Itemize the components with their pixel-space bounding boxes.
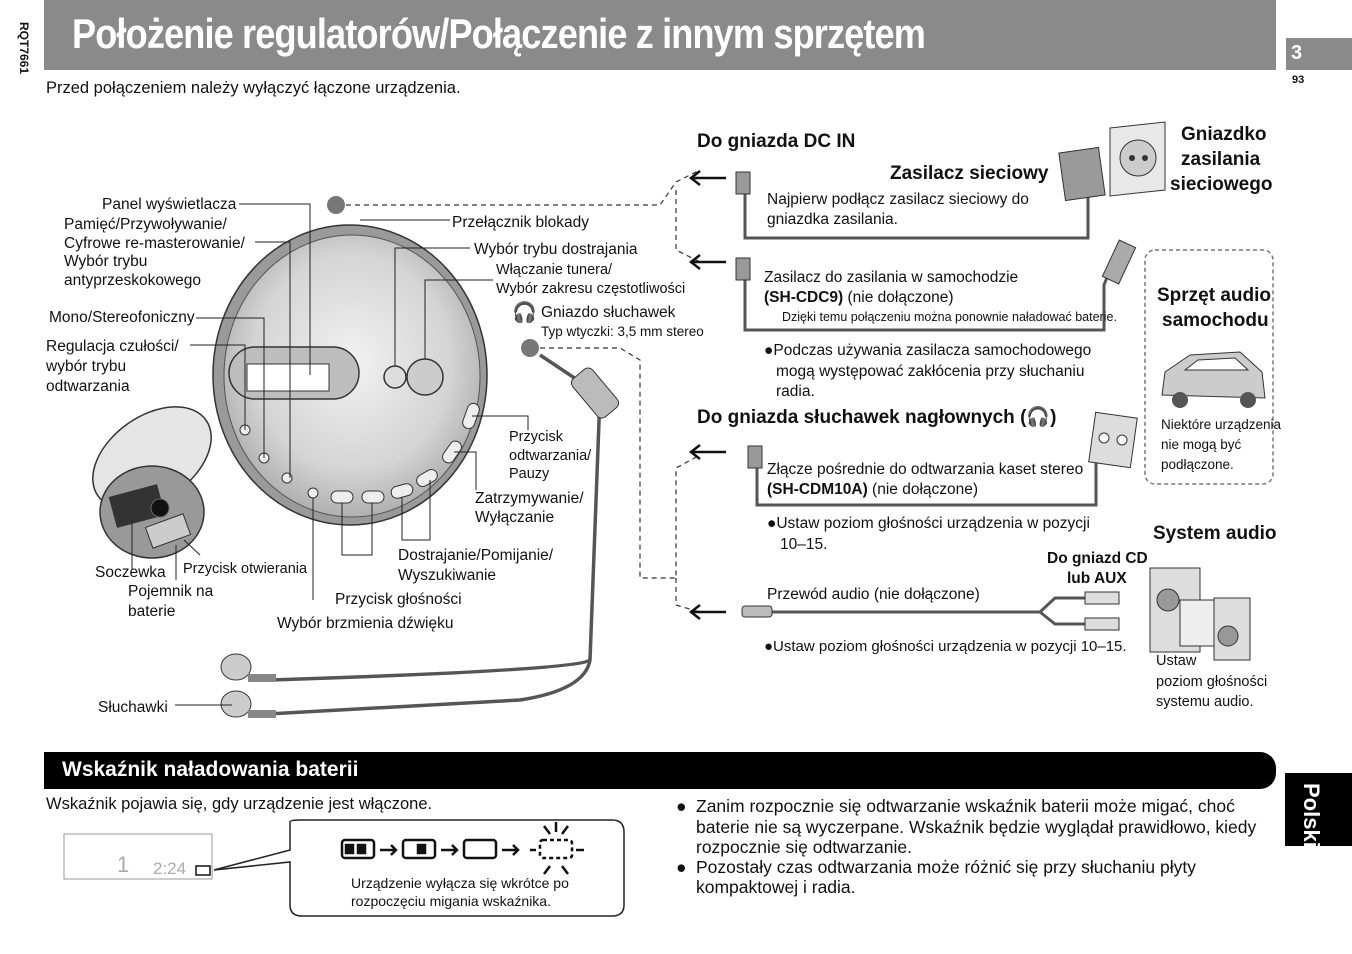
car-adapter-1: Zasilacz do zasilania w samochodzie [764,269,1019,286]
language-label: Polski [1299,783,1324,848]
label-tuning-1: Dostrajanie/Pomijanie/ [398,547,554,564]
chapter-box [1286,38,1352,70]
cd-aux-2: lub AUX [1067,570,1127,587]
label-lens: Soczewka [95,564,166,581]
ac-adapter-note-1: Najpierw podłącz zasilacz sieciowy do [767,191,1029,208]
label-tuning-mode: Wybór trybu dostrajania [474,241,638,258]
shutdown-note-2: rozpoczęciu migania wskaźnika. [351,893,551,909]
car-warning-2: mogą występować zakłócenia przy słuchani… [776,363,1085,380]
section-title: Wskaźnik naładowania baterii [62,758,359,781]
headphones-icon: 🎧 [512,302,537,324]
audio-system-illustration [1149,567,1251,661]
car-illustration [1161,351,1266,408]
bullet-1-mark: ● [676,796,687,816]
system-note-1: Ustaw [1156,653,1197,669]
car-audio-note-3: podłączone. [1161,457,1234,472]
battery-level-icons [340,822,584,875]
headphone-out-heading-text: Do gniazda słuchawek nagłownych ( [697,407,1027,428]
display-track: 1 [117,852,130,877]
label-memory-1: Pamięć/Przywoływanie/ [64,216,227,233]
label-tuning-2: Wyszukiwanie [398,567,497,584]
bullet-2-line-2: kompaktowej i radia. [696,877,856,897]
ac-adapter-note-2: gniazdka zasilania. [767,211,898,228]
cable-note: ●Ustaw poziom głośności urządzenia w poz… [764,638,1127,655]
cassette-note-2: 10–15. [780,536,828,553]
cassette-note-1: ●Ustaw poziom głośności urządzenia w poz… [767,515,1090,532]
title-bar [44,0,1276,70]
car-audio-title-2: samochodu [1162,310,1269,331]
label-memory-2: Cyfrowe re-masterowanie/ [64,235,245,252]
label-display-panel: Panel wyświetlacza [102,196,237,213]
system-title: System audio [1153,523,1277,544]
page-title: Położenie regulatorów/Połączenie z innym… [72,10,926,57]
system-note-2: poziom głośności [1156,674,1268,690]
battery-intro: Wskaźnik pojawia się, gdy urządzenie jes… [46,795,433,813]
car-adapter-2: (SH-CDC9) (nie dołączone) [764,288,954,307]
audio-cable: Przewód audio (nie dołączone) [767,586,980,603]
label-memory-3: Wybór trybu [64,253,148,270]
car-warning-3: radia. [776,383,815,400]
label-lock-switch: Przełącznik blokady [452,214,589,231]
label-mono-stereo: Mono/Stereofoniczny [49,309,195,326]
page-number: 93 [1292,74,1305,86]
cd-aux-1: Do gniazd CD [1047,550,1148,567]
open-player-illustration [92,406,212,559]
label-memory-4: antyprzeskokowego [64,272,201,289]
label-headphones: Słuchawki [98,699,168,716]
doc-code: RQT7661 [17,22,31,75]
cassette-model: (SH-CDM10A) [767,481,868,498]
label-band-select: Wybór zakresu częstotliwości [496,281,686,297]
bullet-1-line-3: rozpocznie się odtwarzanie. [696,837,912,857]
shutdown-note-1: Urządzenie wyłącza się wkrótce po [351,875,569,891]
label-play-2: odtwarzania/ [509,448,592,464]
bullet-1-line-1: Zanim rozpocznie się odtwarzanie wskaźni… [696,796,1235,816]
bullet-2-mark: ● [676,857,687,877]
label-open-button: Przycisk otwierania [183,561,308,577]
label-stop-2: Wyłączanie [475,509,555,526]
label-sound: Wybór brzmienia dźwięku [277,615,454,632]
bullet-1-line-2: baterie nie są wyczerpane. Wskaźnik będz… [696,817,1257,837]
headphone-out-heading-end: ) [1050,407,1057,428]
label-headphone-jack: Gniazdo słuchawek [541,304,676,321]
cassette-1: Złącze pośrednie do odtwarzania kaset st… [767,461,1084,478]
display-time: 2:24 [153,859,187,878]
section-bar [44,752,1276,789]
car-warning-1: ●Podczas używania zasilacza samochodoweg… [764,342,1092,359]
headphone-out-heading: Do gniazda słuchawek nagłownych (🎧) [697,407,1056,429]
ac-adapter-title: Zasilacz sieciowy [890,163,1049,184]
label-battery-2: baterie [128,603,176,620]
car-adapter-note: Dzięki temu połączeniu można ponownie na… [782,310,1117,324]
cassette-2: (SH-CDM10A) (nie dołączone) [767,480,978,499]
car-adapter-model: (SH-CDC9) [764,289,844,306]
label-sensitivity-1: Regulacja czułości/ [46,338,179,355]
label-play-1: Przycisk [509,429,563,445]
outlet-1: Gniazdko [1181,124,1267,145]
label-volume: Przycisk głośności [335,591,462,608]
cassette-adapter-illustration [1088,411,1138,469]
intro-text: Przed połączeniem należy wyłączyć łączon… [46,79,461,97]
outlet-3: sieciowego [1170,174,1273,195]
car-audio-note-2: nie mogą być [1161,437,1242,452]
label-plug-type: Typ wtyczki: 3,5 mm stereo [541,324,704,339]
label-sensitivity-2: wybór trybu [46,358,127,375]
language-tab [1285,773,1352,846]
cassette-suffix: (nie dołączone) [867,481,979,498]
label-tuner-on: Włączanie tunera/ [496,262,613,278]
car-audio-title-1: Sprzęt audio [1157,285,1272,306]
car-adapter-suffix: (nie dołączone) [843,289,954,306]
cd-player-illustration [212,196,539,526]
label-stop-1: Zatrzymywanie/ [475,490,584,507]
chapter-number: 3 [1291,42,1303,64]
bullet-2-line-1: Pozostały czas odtwarzania może różnić s… [696,857,1196,877]
label-play-3: Pauzy [509,466,550,482]
system-note-3: systemu audio. [1156,694,1254,710]
label-battery-1: Pojemnik na [128,583,214,600]
outlet-2: zasilania [1181,149,1261,170]
headphones-small-icon: 🎧 [1026,407,1051,428]
label-sensitivity-3: odtwarzania [46,378,130,395]
car-audio-note-1: Niektóre urządzenia [1161,417,1282,432]
dc-in-heading: Do gniazda DC IN [697,131,856,152]
ac-adapter-illustration [1058,121,1166,202]
